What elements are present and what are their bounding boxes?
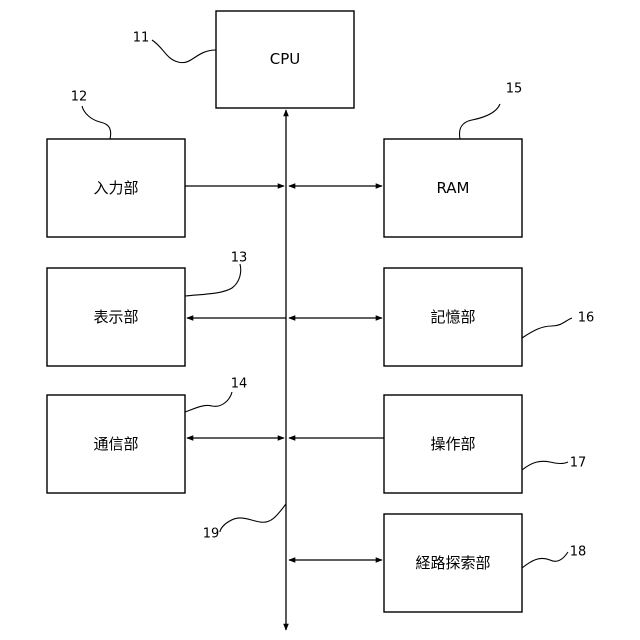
operation-ref-number: 17 (570, 456, 587, 471)
operation-ref-leader (522, 461, 568, 470)
communication-ref-leader (185, 392, 232, 412)
input-ref-leader (82, 106, 111, 139)
display-block: 表示部 (47, 268, 185, 366)
communication-block: 通信部 (47, 395, 185, 493)
ram-ref-leader (460, 104, 501, 139)
operation-block: 操作部 (384, 395, 522, 493)
cpu-label: CPU (270, 50, 301, 68)
ram-block: RAM (384, 139, 522, 237)
communication-label: 通信部 (93, 435, 138, 453)
ram-label: RAM (436, 179, 469, 197)
route-search-ref-number: 18 (570, 545, 587, 560)
storage-ref-number: 16 (578, 311, 595, 326)
route-search-block: 経路探索部 (384, 514, 522, 612)
communication-ref-number: 14 (231, 377, 248, 392)
input-label: 入力部 (93, 179, 138, 197)
operation-label: 操作部 (430, 435, 475, 453)
cpu-ref-leader (152, 40, 216, 63)
bus-ref-leader (220, 504, 286, 532)
input-ref-number: 12 (71, 90, 88, 105)
route-search-label: 経路探索部 (415, 554, 490, 572)
cpu-block: CPU (216, 11, 354, 108)
input-block: 入力部 (47, 139, 185, 237)
display-ref-leader (185, 264, 241, 296)
display-label: 表示部 (93, 308, 138, 326)
bus-ref-number: 19 (203, 527, 220, 542)
storage-ref-leader (522, 318, 572, 338)
cpu-ref-number: 11 (133, 31, 150, 46)
storage-label: 記憶部 (430, 308, 475, 326)
route-search-ref-leader (522, 552, 568, 568)
ram-ref-number: 15 (506, 82, 523, 97)
display-ref-number: 13 (231, 251, 248, 266)
storage-block: 記憶部 (384, 268, 522, 366)
